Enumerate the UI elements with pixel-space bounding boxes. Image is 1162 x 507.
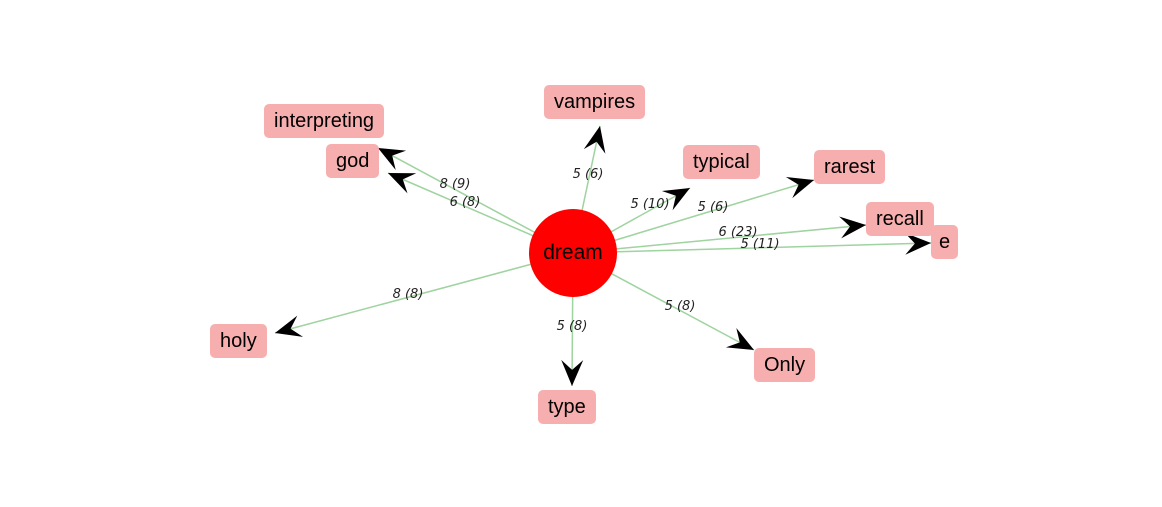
arrow-vampires-icon <box>583 126 606 154</box>
arrow-only-icon <box>725 328 754 350</box>
node-label: e <box>939 231 951 253</box>
node-only[interactable]: Only <box>754 348 816 382</box>
edge-label-typical: 5 (10) <box>630 197 669 212</box>
arrow-typical-icon <box>661 188 690 211</box>
arrow-e-icon <box>904 232 931 255</box>
edge-label-only: 5 (8) <box>665 299 696 314</box>
edge-label-e: 5 (11) <box>740 237 779 252</box>
node-label: typical <box>693 151 750 173</box>
node-label: holy <box>220 330 257 352</box>
center-label: dream <box>543 241 603 264</box>
node-label: interpreting <box>274 110 375 132</box>
node-vampires[interactable]: vampires <box>544 85 646 119</box>
edge-holy <box>274 252 574 334</box>
edge-label-holy: 8 (8) <box>393 287 424 302</box>
edge-e <box>572 242 932 254</box>
node-e[interactable]: e <box>931 225 959 259</box>
node-type[interactable]: type <box>538 390 596 424</box>
edge-label-vampires: 5 (6) <box>573 167 604 182</box>
node-label: vampires <box>554 91 636 113</box>
arrow-interpreting-icon <box>378 148 407 170</box>
node-interpreting[interactable]: interpreting <box>264 104 385 138</box>
node-label: recall <box>876 208 924 230</box>
node-label: Only <box>764 354 806 376</box>
node-holy[interactable]: holy <box>210 324 267 358</box>
node-recall[interactable]: recall <box>866 202 934 236</box>
arrow-rarest-icon <box>785 177 814 199</box>
arrow-god-icon <box>388 173 417 194</box>
edge-label-type: 5 (8) <box>557 319 588 334</box>
node-label: type <box>548 396 586 418</box>
edge-label-god: 6 (8) <box>450 195 481 210</box>
edge-label-recall: 6 (23) <box>718 225 757 240</box>
arrow-holy-icon <box>275 315 303 337</box>
edge-recall <box>572 224 867 254</box>
edge-label-interpreting: 8 (9) <box>440 177 471 192</box>
edge-label-rarest: 5 (6) <box>698 200 729 215</box>
node-typical[interactable]: typical <box>683 145 760 179</box>
arrow-recall-icon <box>839 216 866 239</box>
node-god[interactable]: god <box>326 144 380 178</box>
node-dream-center[interactable]: dream <box>529 209 617 297</box>
node-rarest[interactable]: rarest <box>814 150 886 184</box>
node-label: rarest <box>824 156 876 178</box>
node-label: god <box>336 150 370 172</box>
arrow-type-icon <box>561 359 584 386</box>
